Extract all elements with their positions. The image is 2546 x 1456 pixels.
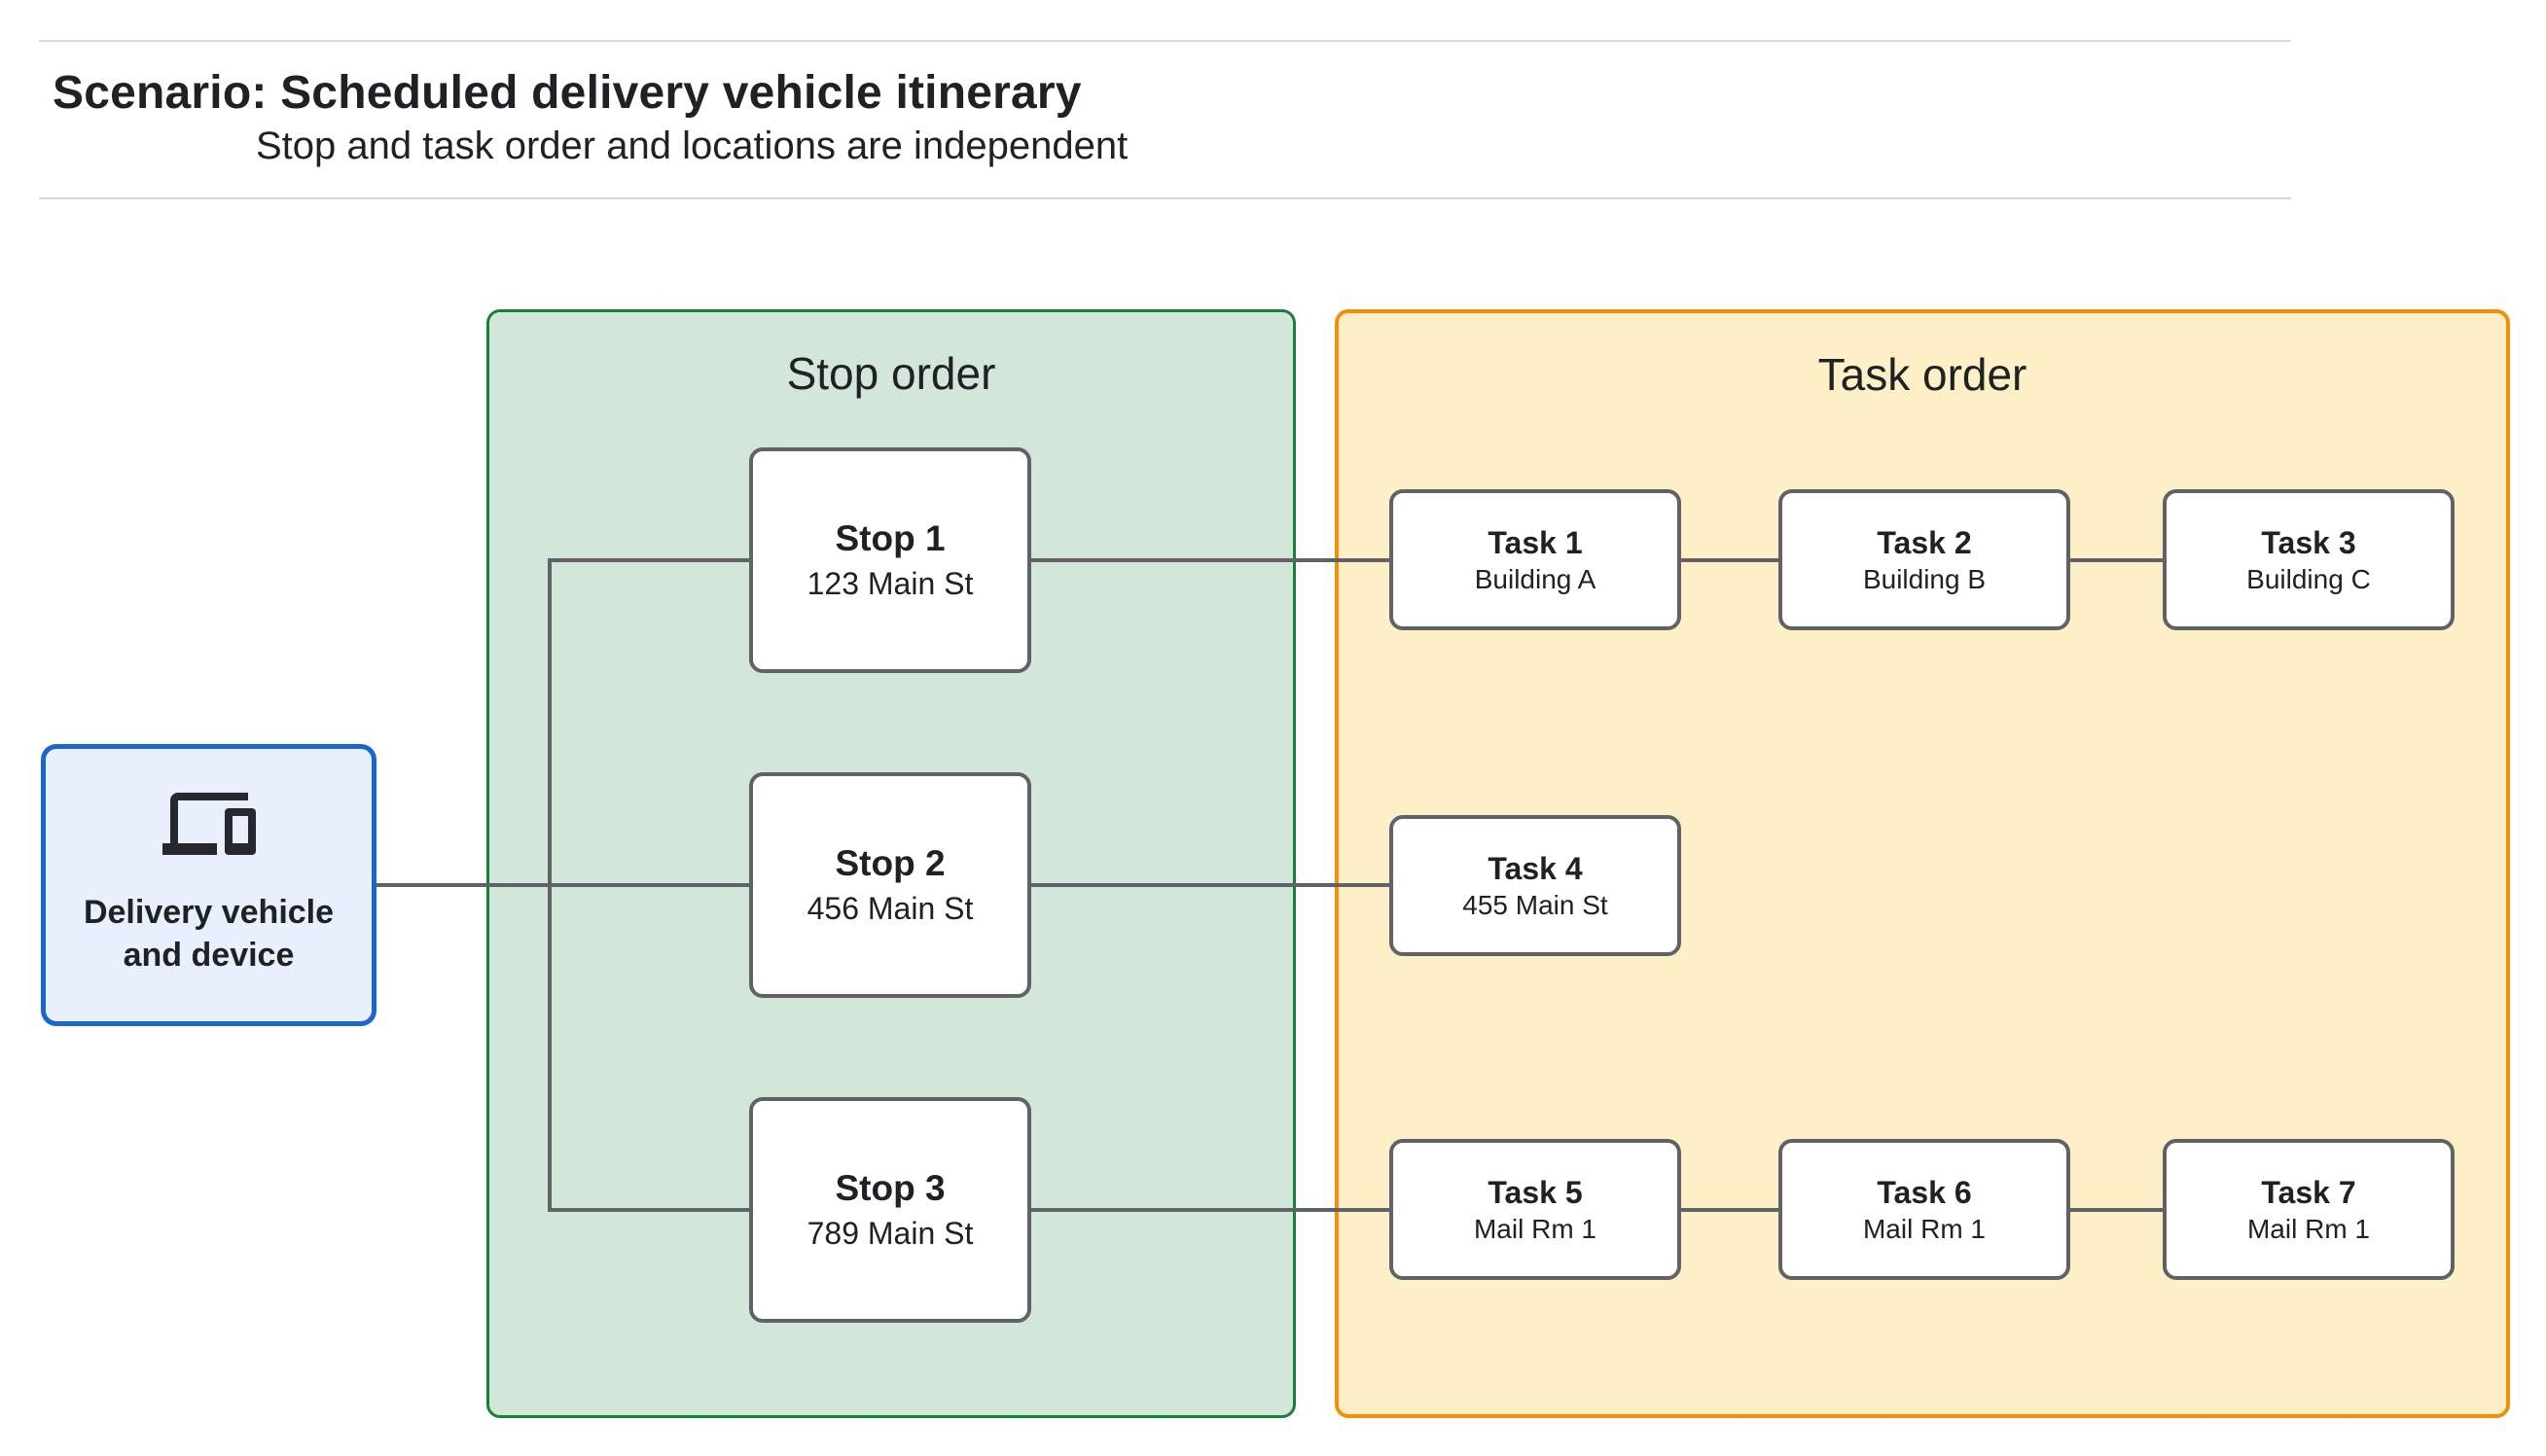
stop-order-group-label: Stop order <box>786 348 996 399</box>
connector-task6-to-task7 <box>2070 1208 2163 1212</box>
task-2-node: Task 2 Building B <box>1778 489 2070 630</box>
page-title-prefix: Scenario: <box>53 67 268 119</box>
stop-2-node: Stop 2 456 Main St <box>749 772 1031 998</box>
task-7-location: Mail Rm 1 <box>2246 1213 2370 1244</box>
task-2-location: Building B <box>1862 563 1987 594</box>
connector-trunk <box>548 558 552 1212</box>
task-7-node: Task 7 Mail Rm 1 <box>2163 1139 2455 1280</box>
task-6-node: Task 6 Mail Rm 1 <box>1778 1139 2070 1280</box>
task-order-group-label: Task order <box>1817 349 2027 400</box>
connector-source-to-stop2 <box>377 883 749 887</box>
page-title-text: Scheduled delivery vehicle itinerary <box>280 67 1082 119</box>
task-5-location: Mail Rm 1 <box>1473 1213 1596 1244</box>
task-1-location: Building A <box>1474 563 1596 594</box>
task-3-name: Task 3 <box>2261 524 2356 560</box>
delivery-vehicle-label-line2: and device <box>123 937 295 974</box>
connector-trunk-to-stop1 <box>550 558 749 562</box>
delivery-vehicle-label-line1: Delivery vehicle <box>83 894 335 931</box>
connector-trunk-to-stop3 <box>550 1208 749 1212</box>
stop-3-node: Stop 3 789 Main St <box>749 1097 1031 1323</box>
task-6-location: Mail Rm 1 <box>1862 1213 1986 1244</box>
connector-task5-to-task6 <box>1681 1208 1778 1212</box>
task-1-node: Task 1 Building A <box>1389 489 1681 630</box>
task-3-location: Building C <box>2246 563 2371 594</box>
task-5-node: Task 5 Mail Rm 1 <box>1389 1139 1681 1280</box>
task-5-name: Task 5 <box>1488 1174 1583 1210</box>
stop-3-name: Stop 3 <box>835 1168 946 1208</box>
task-1-name: Task 1 <box>1488 524 1583 560</box>
connector-stop1-to-task1 <box>1031 558 1389 562</box>
stop-2-location: 456 Main St <box>807 891 974 926</box>
bottom-divider <box>39 197 2291 199</box>
connector-stop3-to-task5 <box>1031 1208 1389 1212</box>
stop-3-location: 789 Main St <box>807 1216 974 1251</box>
stop-2-name: Stop 2 <box>835 843 946 883</box>
task-4-node: Task 4 455 Main St <box>1389 815 1681 956</box>
page-subtitle: Stop and task order and locations are in… <box>256 124 1129 167</box>
stop-1-name: Stop 1 <box>835 518 946 558</box>
stop-1-location: 123 Main St <box>807 566 974 601</box>
page-title: Scenario: Scheduled delivery vehicle iti… <box>53 66 1082 120</box>
task-2-name: Task 2 <box>1877 524 1972 560</box>
task-6-name: Task 6 <box>1877 1174 1972 1210</box>
stop-1-node: Stop 1 123 Main St <box>749 447 1031 673</box>
task-7-name: Task 7 <box>2261 1174 2356 1210</box>
laptop-phone-devices-icon <box>161 793 256 855</box>
top-divider <box>39 40 2291 42</box>
task-3-node: Task 3 Building C <box>2163 489 2455 630</box>
delivery-vehicle-node: Delivery vehicle and device <box>41 744 377 1026</box>
task-4-location: 455 Main St <box>1462 889 1608 920</box>
connector-stop2-to-task4 <box>1031 883 1389 887</box>
connector-task2-to-task3 <box>2070 558 2163 562</box>
delivery-vehicle-label: Delivery vehicle and device <box>84 891 334 977</box>
connector-task1-to-task2 <box>1681 558 1778 562</box>
task-4-name: Task 4 <box>1488 850 1583 886</box>
